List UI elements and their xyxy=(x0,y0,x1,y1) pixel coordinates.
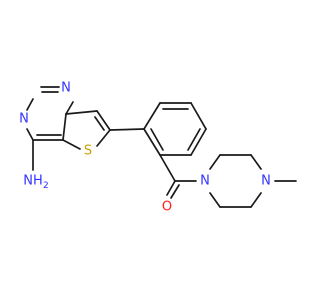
bond-c4a-c7 xyxy=(65,110,98,115)
bond-c2-n3 xyxy=(26,98,34,111)
atom-nh2-subscript: 2 xyxy=(43,181,49,191)
bond-c7-c6-inner xyxy=(94,116,105,131)
bond-n3-c4 xyxy=(26,128,34,141)
bond-pip-n1-c2 xyxy=(209,154,221,170)
atom-o-label: O xyxy=(162,200,172,215)
bond-lines xyxy=(26,86,297,208)
bond-ph4-ph5-inner xyxy=(187,128,201,151)
bond-ph6-ph1-inner xyxy=(150,128,164,151)
atom-s-label: S xyxy=(84,144,92,159)
bond-pip-c6-n1 xyxy=(209,192,221,208)
atom-n1-label: N xyxy=(61,81,71,96)
atom-n3-label: N xyxy=(19,112,29,127)
bond-pip-n4-c5 xyxy=(250,192,262,208)
atom-nh2-main: NH xyxy=(23,174,43,189)
bond-ph1-ph2 xyxy=(143,102,161,130)
bond-ph6-ph1 xyxy=(143,128,161,156)
bond-c7-c6 xyxy=(96,110,111,131)
bond-c6-phenyl xyxy=(109,128,145,131)
bond-ph4-ph5 xyxy=(190,128,207,156)
atom-nh2-label: NH 2 xyxy=(23,174,48,192)
bond-pip-c3-n4 xyxy=(250,154,262,170)
atom-labels: N N S NH 2 O N N xyxy=(19,81,271,215)
bond-ph5-carbonyl xyxy=(159,154,176,182)
bond-c4a-n1 xyxy=(65,101,74,115)
bond-c4b-c4a xyxy=(62,113,67,141)
atom-piperazine-n1-label: N xyxy=(200,174,210,189)
molecule-structure-diagram: N N S NH 2 O N N xyxy=(19,81,297,215)
bond-c-o-double xyxy=(170,184,180,199)
bond-s-c4b xyxy=(62,139,81,150)
atom-piperazine-n4-label: N xyxy=(261,174,271,189)
bond-ph3-ph4 xyxy=(190,102,207,130)
bond-c6-s xyxy=(96,129,111,147)
bond-c-o xyxy=(166,180,176,196)
